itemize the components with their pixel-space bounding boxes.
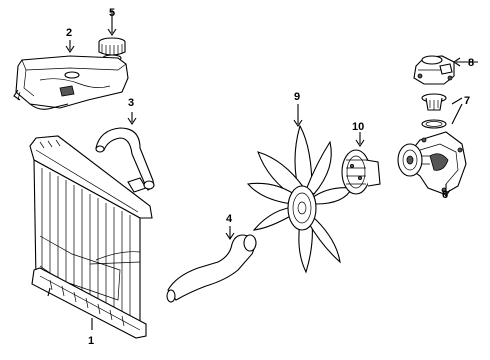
callout-thermostat-housing: 8 [468,57,474,69]
callout-upper-hose: 3 [128,97,134,109]
callout-fan: 9 [294,91,300,103]
callout-lower-hose: 4 [226,213,233,225]
upper-radiator-hose [95,112,155,191]
coolant-reservoir [13,40,129,110]
water-pump [397,131,467,197]
callout-water-pump: 6 [442,189,448,201]
cooling-fan [246,104,353,274]
thermostat [421,93,463,129]
callout-reservoir: 2 [66,27,72,39]
callout-radiator: 1 [88,335,94,347]
callout-thermostat: 7 [464,95,470,107]
lower-radiator-hose [166,226,257,303]
callout-reservoir-cap: 5 [109,7,115,19]
radiator [29,135,153,339]
thermostat-housing [413,55,478,85]
reservoir-cap [98,10,126,62]
callout-fan-clutch: 10 [352,121,364,133]
fan-clutch [341,132,381,195]
